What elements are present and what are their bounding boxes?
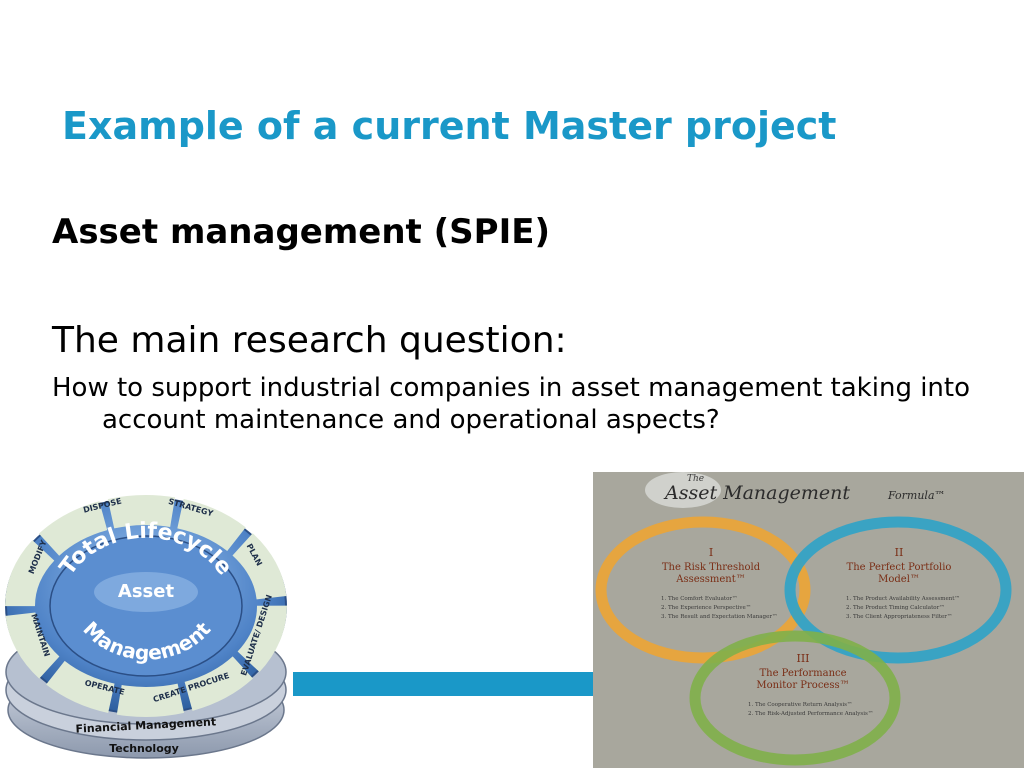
circle-one-item: 3. The Result and Expectation Manager™ <box>661 614 777 620</box>
center-top-text: Asset <box>118 581 175 602</box>
circle-one-item: 1. The Comfort Evaluator™ <box>661 596 738 602</box>
center-highlight <box>94 572 198 612</box>
circle-one-heading: The Risk Threshold <box>662 562 761 573</box>
circle-one-item: 2. The Experience Perspective™ <box>661 605 751 611</box>
slide-subtitle: Asset management (SPIE) <box>52 212 550 252</box>
circle-two-item: 1. The Product Availability Assessment™ <box>846 596 960 602</box>
accent-bar <box>293 672 603 696</box>
circle-three-item: 1. The Cooperative Return Analysis™ <box>748 702 852 708</box>
slide-title: Example of a current Master project <box>62 104 837 148</box>
ring-one <box>595 516 811 664</box>
lifecycle-svg: Total Lifecycle Management Asset DISPOSE… <box>5 495 287 759</box>
formula-subtitle: Formula™ <box>887 489 946 502</box>
circle-one-heading: Assessment™ <box>675 574 746 585</box>
circle-two-numeral: II <box>895 546 904 559</box>
base-label-technology: Technology <box>109 742 179 755</box>
circle-two-heading: The Perfect Portfolio <box>847 562 952 573</box>
circle-three-item: 2. The Risk-Adjusted Performance Analysi… <box>748 711 873 717</box>
ring-three <box>689 630 901 766</box>
lifecycle-diagram: Total Lifecycle Management Asset DISPOSE… <box>0 476 292 768</box>
segment-ring <box>5 495 287 717</box>
circle-two-item: 3. The Client Appropriateness Filter™ <box>846 614 952 620</box>
title-swoosh <box>645 472 721 508</box>
circle-three-numeral: III <box>796 652 809 665</box>
circle-one-numeral: I <box>709 546 713 559</box>
circle-three-heading: The Performance <box>759 668 846 679</box>
formula-title: Asset Management <box>663 482 850 504</box>
research-question-heading: The main research question: <box>52 320 567 361</box>
formula-the: The <box>687 474 704 484</box>
circle-two-item: 2. The Product Timing Calculator™ <box>846 605 945 611</box>
formula-svg: The Asset Management Formula™ I The Risk… <box>595 472 1012 766</box>
ring-two <box>784 516 1012 664</box>
research-question-text: How to support industrial companies in a… <box>52 373 971 435</box>
asset-management-formula: The Asset Management Formula™ I The Risk… <box>593 472 1024 768</box>
circle-three-heading: Monitor Process™ <box>756 680 849 691</box>
circle-two-heading: Model™ <box>878 574 920 585</box>
